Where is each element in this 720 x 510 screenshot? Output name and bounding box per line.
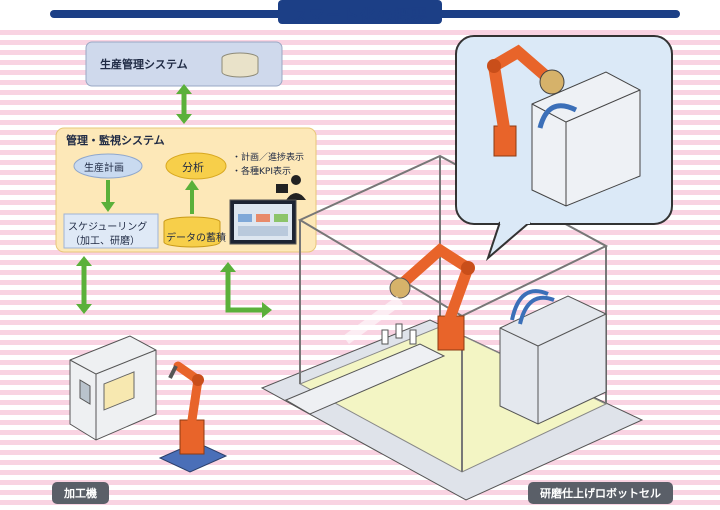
data-store-label: データの蓄積 xyxy=(166,233,226,244)
arrow-monitoring-machine xyxy=(76,256,92,314)
production-system-label: 生産管理システム xyxy=(100,58,188,71)
planning-label: 生産計画 xyxy=(84,163,124,174)
operator-icon xyxy=(276,175,306,200)
kpi-label: ・各種KPI表示 xyxy=(232,167,291,177)
kpi-screen-icon xyxy=(229,199,297,245)
title-plate xyxy=(278,0,442,24)
planning-node xyxy=(73,153,143,179)
plan-progress-label: ・計画／進捗表示 xyxy=(232,153,305,163)
arrow-production-monitoring xyxy=(176,84,192,124)
scheduling-node xyxy=(63,213,159,249)
machine-tag: 加工機 xyxy=(52,482,109,504)
arrow-store-analysis xyxy=(185,180,199,214)
arrow-planning-scheduling xyxy=(101,180,115,212)
monitoring-system-label: 管理・監視システム xyxy=(66,134,165,147)
diagram-title: スマート化の概要 xyxy=(292,6,428,25)
analysis-label: 分析 xyxy=(182,161,204,174)
database-icon xyxy=(221,52,259,78)
scheduling-label: スケジューリング xyxy=(68,222,148,233)
machining-center xyxy=(69,335,157,441)
scheduling-sub-label: （加工、研磨） xyxy=(70,236,140,247)
zoom-bubble xyxy=(455,35,673,262)
robot-cell-tag: 研磨仕上げロボットセル xyxy=(528,482,673,504)
small-robot xyxy=(158,361,228,473)
arrow-monitoring-robot-cell xyxy=(220,262,272,318)
data-store-icon xyxy=(163,216,221,248)
analysis-node xyxy=(165,152,227,180)
robot-cell xyxy=(260,154,644,501)
